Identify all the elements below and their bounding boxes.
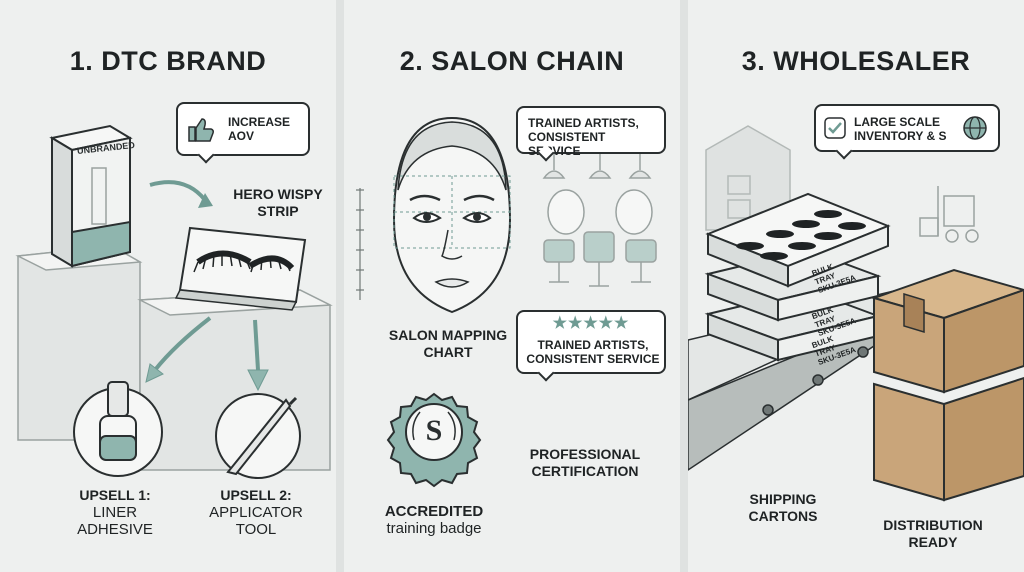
upsell2-line2: TOOL xyxy=(235,521,277,538)
panel-dtc-brand: 1. DTC BRAND xyxy=(0,0,336,572)
bulk-trays xyxy=(704,192,891,362)
bubble-text: TRAINED ARTISTS, CONSISTENT SERVICE xyxy=(526,338,660,366)
face-mapping-chart xyxy=(392,116,512,314)
arrow-to-hero xyxy=(149,180,207,202)
upsell2-circle xyxy=(215,393,301,479)
upsell2-line1: APPLICATOR xyxy=(209,504,303,521)
salon-illustration xyxy=(356,116,657,488)
upsell1-line2: ADHESIVE xyxy=(77,521,153,538)
dtc-illustration xyxy=(15,124,333,479)
bubble-text: LARGE SCALE INVENTORY & S xyxy=(854,115,947,143)
trained-artists-bubble-top: TRAINED ARTISTS, CONSISTENT SERVICE xyxy=(516,106,666,158)
panel-title: 2. SALON CHAIN xyxy=(399,46,625,76)
panel-wholesaler: 3. WHOLESALER xyxy=(688,0,1024,572)
shipping-label: SHIPPING CARTONS xyxy=(748,491,818,524)
increase-aov-bubble: INCREASE AOV xyxy=(176,102,310,156)
panel-divider xyxy=(336,0,344,572)
globe-icon xyxy=(963,116,987,140)
wholesale-illustration xyxy=(688,125,1024,502)
hero-label: HERO WISPY STRIP xyxy=(233,186,323,219)
salon-station xyxy=(542,150,657,287)
badge-subtitle: training badge xyxy=(386,520,482,537)
panel-salon-chain: 2. SALON CHAIN xyxy=(344,0,680,572)
five-stars-icon: ★★★★★ xyxy=(552,315,630,332)
unbranded-box xyxy=(49,124,133,268)
warehouse xyxy=(705,125,791,231)
shipping-cartons xyxy=(870,268,1024,502)
inventory-bubble: LARGE SCALE INVENTORY & S xyxy=(814,104,1000,152)
hero-lash-tray xyxy=(174,226,307,311)
upsell2-title: UPSELL 2: xyxy=(220,487,292,503)
arrow-to-upsell2 xyxy=(253,319,260,371)
upsell1-title: UPSELL 1: xyxy=(79,487,151,503)
checkmark-icon xyxy=(824,117,846,139)
panel-title: 1. DTC BRAND xyxy=(69,46,267,76)
panel-title: 3. WHOLESALER xyxy=(741,46,971,76)
distribution-label: DISTRIBUTION READY xyxy=(883,517,983,550)
panel-divider xyxy=(680,0,688,572)
badge-title: ACCREDITED xyxy=(384,503,484,520)
thumbs-up-icon xyxy=(188,118,214,142)
badge-letter: S xyxy=(425,414,443,447)
trained-artists-bubble-bottom: ★★★★★ TRAINED ARTISTS, CONSISTENT SERVIC… xyxy=(516,310,666,374)
upsell1-circle xyxy=(73,381,163,477)
mapping-label: SALON MAPPING CHART xyxy=(388,327,508,360)
forklift xyxy=(919,186,979,243)
accredited-badge xyxy=(386,392,482,488)
arrow-to-upsell1 xyxy=(153,316,212,372)
cert-label: PROFESSIONAL CERTIFICATION xyxy=(529,446,641,479)
bubble-text: INCREASE AOV xyxy=(228,115,291,143)
upsell1-line1: LINER xyxy=(92,504,138,521)
ruler xyxy=(356,188,364,300)
